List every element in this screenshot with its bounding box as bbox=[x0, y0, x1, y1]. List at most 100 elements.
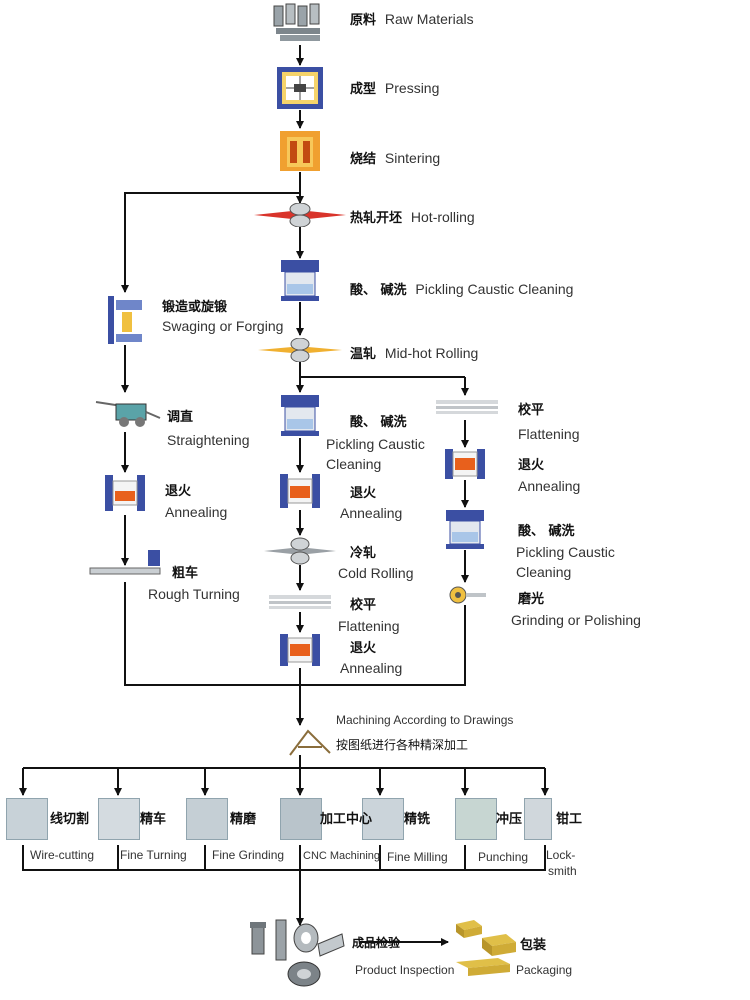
machining-en: Machining According to Drawings bbox=[336, 713, 514, 727]
grinding-wheel-icon bbox=[449, 586, 486, 604]
step-sintering: 烧结 Sintering bbox=[350, 149, 440, 168]
line-collection-bus bbox=[22, 845, 546, 871]
process-cnc-zh: 加工中心 bbox=[320, 812, 373, 827]
sintering-furnace-icon bbox=[280, 131, 320, 171]
right-annealing-zh: 退火 bbox=[518, 458, 545, 473]
left-straightening-en: Straightening bbox=[167, 432, 250, 448]
cnc-machining-photo bbox=[280, 798, 322, 840]
process-locksmith-en2: smith bbox=[548, 864, 577, 878]
cold-rolling-icon bbox=[264, 537, 336, 565]
left-rough-turning-zh: 粗车 bbox=[172, 566, 199, 581]
right-grinding-zh: 磨光 bbox=[518, 592, 545, 607]
right-grinding-en: Grinding or Polishing bbox=[511, 612, 641, 628]
step-mid-hot-rolling-en: Mid-hot Rolling bbox=[384, 345, 479, 361]
process-wire-cutting-zh: 线切割 bbox=[50, 812, 90, 827]
center-annealing1-zh: 退火 bbox=[350, 486, 377, 501]
step-hot-rolling-en: Hot-rolling bbox=[410, 209, 475, 225]
step-raw-materials-en: Raw Materials bbox=[384, 11, 474, 27]
step-raw-materials-zh: 原料 bbox=[350, 13, 377, 28]
step-sintering-en: Sintering bbox=[384, 150, 441, 166]
raw-materials-icon bbox=[273, 3, 320, 41]
step-mid-hot-rolling: 温轧 Mid-hot Rolling bbox=[350, 344, 478, 363]
center-pickling-en1: Pickling Caustic bbox=[326, 436, 425, 452]
right-pickling-tank-icon bbox=[446, 510, 484, 549]
pickling-tank-icon bbox=[281, 260, 319, 301]
annealing-furnace-icon bbox=[105, 475, 145, 511]
right-flattening-en: Flattening bbox=[518, 426, 580, 442]
right-annealing-en: Annealing bbox=[518, 478, 581, 494]
right-pickling-en1: Pickling Caustic bbox=[516, 544, 615, 560]
process-punching-zh: 冲压 bbox=[496, 812, 523, 827]
right-pickling-zh: 酸、 碱洗 bbox=[518, 524, 575, 539]
pressing-icon bbox=[277, 67, 323, 109]
machining-drawing-icon bbox=[289, 729, 331, 756]
step-hot-rolling: 热轧开坯 Hot-rolling bbox=[350, 208, 475, 227]
left-swaging-zh: 锻造或旋锻 bbox=[162, 300, 228, 315]
punching-photo bbox=[455, 798, 497, 840]
step-raw-materials: 原料 Raw Materials bbox=[350, 10, 474, 29]
straightening-machine-icon bbox=[95, 401, 161, 427]
fine-milling-photo bbox=[362, 798, 404, 840]
right-flattening-zh: 校平 bbox=[518, 403, 545, 418]
center-pickling-en2: Cleaning bbox=[326, 456, 382, 472]
process-locksmith-zh: 钳工 bbox=[556, 812, 583, 827]
flattening-icon bbox=[269, 595, 331, 609]
center-pickling-zh: 酸、 碱洗 bbox=[350, 415, 407, 430]
packaging-zh: 包装 bbox=[520, 938, 547, 953]
center-cold-rolling-en: Cold Rolling bbox=[338, 565, 414, 581]
process-punching-en: Punching bbox=[478, 850, 529, 864]
line-left-return bbox=[124, 582, 300, 686]
center-annealing2-en: Annealing bbox=[340, 660, 403, 676]
left-swaging-en: Swaging or Forging bbox=[162, 318, 284, 334]
left-annealing-en: Annealing bbox=[165, 504, 228, 520]
process-fine-grinding-en: Fine Grinding bbox=[212, 848, 285, 862]
locksmith-photo bbox=[524, 798, 552, 840]
machining-zh: 按图纸进行各种精深加工 bbox=[336, 738, 469, 752]
rough-turning-icon bbox=[89, 550, 161, 575]
center-flattening-zh: 校平 bbox=[350, 598, 377, 613]
right-flattening-icon bbox=[436, 400, 498, 414]
step-pickling: 酸、 碱洗 Pickling Caustic Cleaning bbox=[350, 280, 573, 299]
step-mid-hot-rolling-zh: 温轧 bbox=[350, 347, 377, 362]
left-straightening-zh: 调直 bbox=[167, 410, 194, 425]
left-rough-turning-en: Rough Turning bbox=[148, 586, 240, 602]
center-annealing2-furnace-icon bbox=[280, 634, 320, 666]
right-pickling-en2: Cleaning bbox=[516, 564, 572, 580]
swaging-forging-icon bbox=[108, 296, 142, 344]
center-flattening-en: Flattening bbox=[338, 618, 400, 634]
inspection-zh: 成品检验 bbox=[352, 936, 401, 950]
step-pickling-en: Pickling Caustic Cleaning bbox=[415, 281, 574, 297]
center-annealing1-en: Annealing bbox=[340, 505, 403, 521]
fine-turning-photo bbox=[98, 798, 140, 840]
step-pickling-zh: 酸、 碱洗 bbox=[350, 283, 407, 298]
process-fine-grinding-zh: 精磨 bbox=[230, 812, 257, 827]
step-pressing-en: Pressing bbox=[384, 80, 440, 96]
step-pressing: 成型 Pressing bbox=[350, 79, 439, 98]
fine-grinding-photo bbox=[186, 798, 228, 840]
step-hot-rolling-zh: 热轧开坯 bbox=[350, 211, 403, 226]
wire-cutting-photo bbox=[6, 798, 48, 840]
process-cnc-en: CNC Machining bbox=[303, 850, 381, 862]
step-sintering-zh: 烧结 bbox=[350, 152, 377, 167]
packaging-boxes-icon bbox=[456, 920, 516, 976]
center-annealing-furnace-icon bbox=[280, 474, 320, 508]
center-annealing2-zh: 退火 bbox=[350, 641, 377, 656]
process-wire-cutting-en: Wire-cutting bbox=[30, 848, 95, 862]
step-pressing-zh: 成型 bbox=[350, 82, 377, 97]
process-locksmith-en1: Lock- bbox=[546, 848, 576, 862]
process-fine-milling-zh: 精铣 bbox=[404, 812, 431, 827]
process-fine-turning-en: Fine Turning bbox=[120, 848, 187, 862]
packaging-en: Packaging bbox=[516, 963, 573, 977]
process-fine-milling-en: Fine Milling bbox=[387, 850, 448, 864]
center-pickling-tank-icon bbox=[281, 395, 319, 436]
line-right-return bbox=[300, 605, 466, 686]
finished-products-icon bbox=[250, 919, 345, 987]
line-left-branch bbox=[121, 192, 300, 293]
inspection-en: Product Inspection bbox=[355, 963, 455, 977]
left-annealing-zh: 退火 bbox=[165, 484, 192, 499]
hot-rolling-icon bbox=[254, 203, 346, 227]
process-fine-turning-zh: 精车 bbox=[140, 812, 167, 827]
mid-hot-rolling-icon bbox=[258, 338, 342, 362]
center-cold-rolling-zh: 冷轧 bbox=[350, 546, 377, 561]
